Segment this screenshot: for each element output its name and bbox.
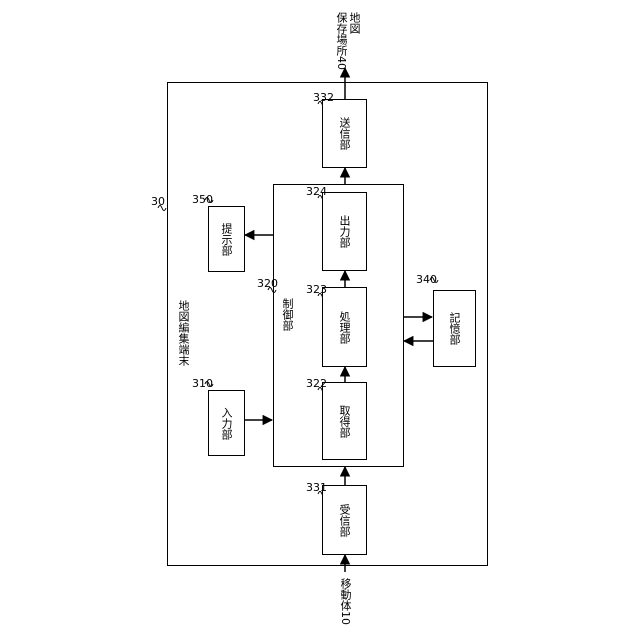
process-block: 処理部 [322,287,367,367]
receive-label: 受信部 [338,504,351,537]
input-ref: 310 [192,378,213,390]
destination-label-line2: 保存場所40 [335,12,348,70]
control-ref: 320 [257,278,278,290]
acquire-block: 取得部 [322,382,367,460]
storage-block: 記憶部 [433,290,476,367]
storage-label: 記憶部 [448,312,461,345]
terminal-label: 地図編集端末 [177,300,190,366]
present-ref: 350 [192,194,213,206]
send-ref: 332 [313,92,334,104]
input-label: 入力部 [220,407,233,440]
send-label: 送信部 [338,117,351,150]
input-block: 入力部 [208,390,245,456]
receive-block: 受信部 [322,485,367,555]
control-label: 制御部 [281,298,294,331]
source-label: 移動体10 [339,578,352,625]
send-block: 送信部 [322,99,367,168]
present-label: 提示部 [220,223,233,256]
output-block: 出力部 [322,192,367,271]
acquire-label: 取得部 [338,405,351,438]
storage-ref: 340 [416,274,437,286]
acquire-ref: 322 [306,378,327,390]
process-ref: 323 [306,284,327,296]
output-label: 出力部 [338,215,351,248]
process-label: 処理部 [338,311,351,344]
output-ref: 324 [306,186,327,198]
receive-ref: 331 [306,482,327,494]
destination-label-line1: 地図 [348,12,361,34]
present-block: 提示部 [208,206,245,272]
terminal-ref: 30 [151,196,165,208]
